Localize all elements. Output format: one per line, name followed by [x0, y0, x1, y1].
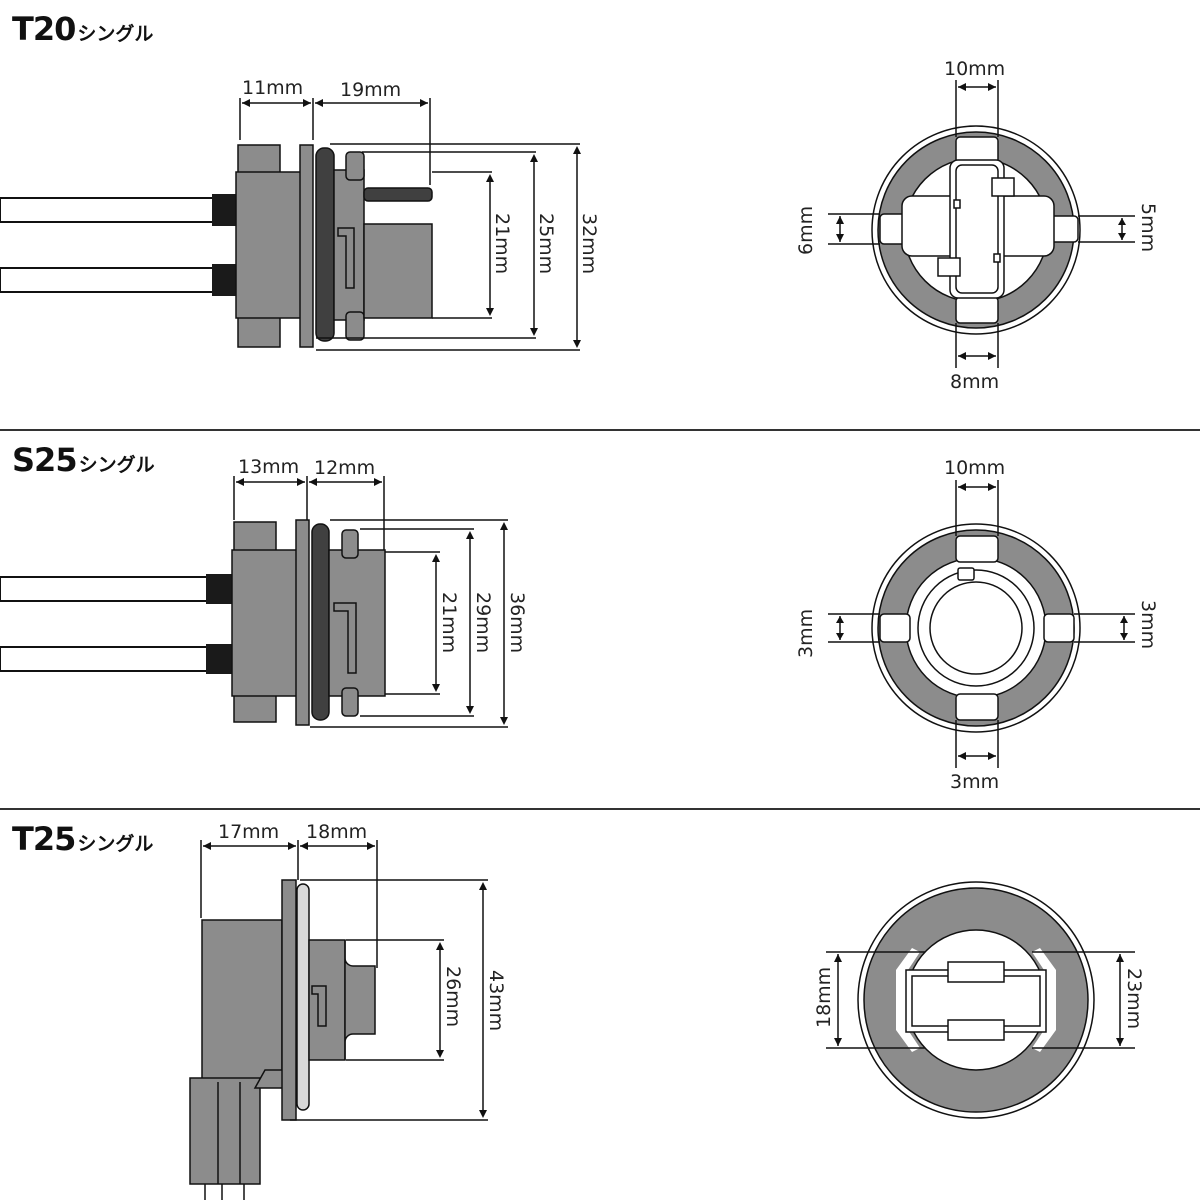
t20-front-dim-left: 6mm	[795, 206, 817, 255]
model-kind: シングル	[77, 833, 154, 855]
t20-socket-side	[235, 144, 433, 348]
t20-dim-h3: 32mm	[578, 213, 600, 274]
s25-dim-h1: 21mm	[438, 592, 460, 653]
t25-diagram: 17mm 18mm 26mm 43mm 18mm 23mm	[189, 821, 1145, 1200]
s25-front-dim-left: 3mm	[795, 609, 817, 658]
t20-dim-h1: 21mm	[491, 213, 513, 274]
s25-front-dim-top: 10mm	[944, 457, 1005, 479]
model-name: T20	[12, 10, 76, 48]
t25-front-dimension-lines	[826, 951, 1135, 1049]
s25-socket-front	[871, 523, 1081, 733]
t25-dimension-lines	[200, 840, 488, 1121]
t25-dim-w1: 17mm	[218, 821, 279, 843]
t20-diagram: 11mm 19mm 21mm 25mm 32mm	[0, 58, 1159, 393]
t20-socket-front	[871, 125, 1081, 335]
t20-arrowheads	[242, 99, 581, 348]
s25-dimension-lines	[233, 476, 508, 728]
t25-socket-front	[857, 881, 1095, 1119]
t25-front-arrowheads	[834, 954, 1124, 1046]
s25-front-dim-right: 3mm	[1137, 600, 1159, 649]
t25-socket-side	[189, 879, 376, 1200]
t25-front-dim-right: 23mm	[1123, 968, 1145, 1029]
t20-dim-w2: 19mm	[340, 79, 401, 101]
model-kind: シングル	[77, 23, 154, 45]
s25-arrowheads	[236, 478, 508, 725]
t20-front-dim-bottom: 8mm	[950, 371, 999, 393]
s25-front-dimension-lines	[828, 480, 1135, 768]
t20-wires	[0, 194, 236, 296]
s25-dim-w1: 13mm	[238, 456, 299, 478]
t25-dim-w2: 18mm	[306, 821, 367, 843]
model-kind: シングル	[78, 454, 155, 476]
t20-front-arrowheads	[836, 83, 1126, 360]
t20-dim-w1: 11mm	[242, 77, 303, 99]
s25-dim-h2: 29mm	[472, 592, 494, 653]
s25-dim-h3: 36mm	[506, 592, 528, 653]
t25-dim-h2: 43mm	[485, 970, 507, 1031]
t20-front-dim-right: 5mm	[1137, 203, 1159, 252]
t20-dimension-lines	[239, 98, 580, 351]
model-name: T25	[12, 820, 76, 858]
t25-dim-h1: 26mm	[442, 966, 464, 1027]
t25-front-dim-left: 18mm	[813, 967, 835, 1028]
s25-front-dim-bottom: 3mm	[950, 771, 999, 793]
s25-front-arrowheads	[836, 483, 1128, 760]
t20-front-dim-top: 10mm	[944, 58, 1005, 80]
s25-wires	[0, 574, 232, 674]
t25-arrowheads	[203, 842, 487, 1118]
model-name: S25	[12, 441, 78, 479]
s25-diagram: 13mm 12mm 21mm 29mm 36mm	[0, 456, 1159, 793]
t20-dim-h2: 25mm	[535, 213, 557, 274]
divider-1	[0, 429, 1200, 431]
s25-socket-side	[231, 519, 386, 726]
divider-2	[0, 808, 1200, 810]
s25-dim-w2: 12mm	[314, 457, 375, 479]
